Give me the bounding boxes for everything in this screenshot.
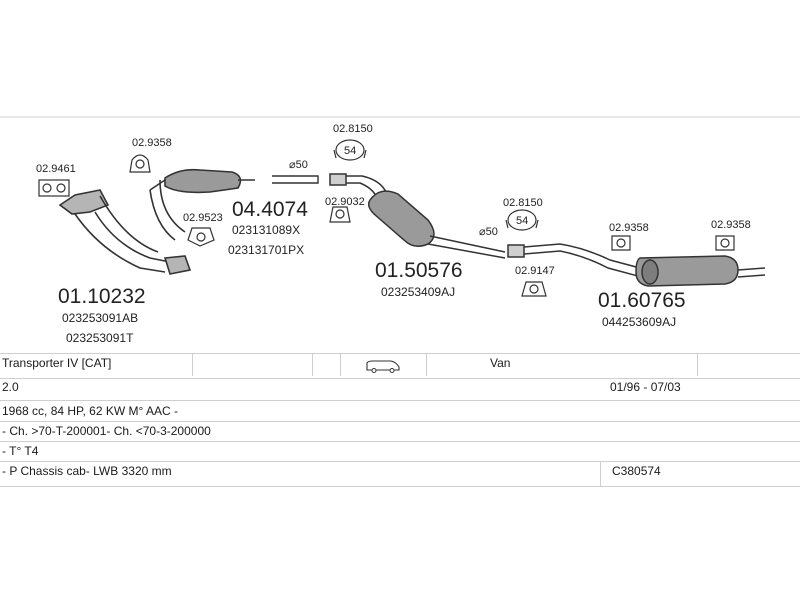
rear-silencer-drawing: [507, 243, 766, 287]
diameter-label-1: ⌀50: [289, 159, 308, 171]
vehicle-spec-table: Transporter IV [CAT] Van 2.0 01/96 - 07/…: [0, 353, 800, 488]
hanger-icon-rear-low: [521, 281, 547, 297]
spec-row-chassis: - Ch. >70-T-200001- Ch. <70-3-200000: [0, 422, 800, 442]
manifold-drawing: [58, 177, 192, 275]
spec-row-model: Transporter IV [CAT] Van: [0, 353, 800, 379]
oem-rear: 044253609AJ: [602, 315, 676, 329]
hanger-icon-rear-2: [715, 235, 735, 251]
acc-02-9358-mid: 02.9358: [609, 222, 649, 234]
vehicle-variant: - P Chassis cab- LWB 3320 mm: [2, 464, 172, 478]
acc-02-8150-mid: 02.8150: [503, 197, 543, 209]
vehicle-body: Van: [490, 356, 511, 370]
oem-manifold-1: 023253091AB: [62, 311, 138, 325]
middle-silencer-drawing: [329, 173, 506, 259]
acc-02-9147: 02.9147: [515, 265, 555, 277]
hanger-icon-mid: [329, 206, 351, 223]
vehicle-model: Transporter IV [CAT]: [2, 356, 112, 370]
acc-02-8150-top: 02.8150: [333, 123, 373, 135]
flange-icon: [187, 227, 215, 247]
vehicle-chassis: - Ch. >70-T-200001- Ch. <70-3-200000: [2, 424, 211, 438]
oem-catalyst-1: 023131089X: [232, 223, 300, 237]
acc-02-9358-left: 02.9358: [132, 137, 172, 149]
acc-02-9032: 02.9032: [325, 196, 365, 208]
catalyst-drawing: [164, 168, 255, 194]
clamp-icon-mid: [505, 209, 539, 231]
part-id-manifold: 01.10232: [58, 285, 146, 308]
part-id-catalyst: 04.4074: [232, 198, 308, 221]
van-icon: [366, 360, 400, 373]
spec-row-type: - T° T4: [0, 442, 800, 462]
acc-02-9358-right: 02.9358: [711, 219, 751, 231]
part-id-middle: 01.50576: [375, 259, 463, 282]
clamp-size-top: 54: [344, 145, 356, 157]
exhaust-diagram: 54 54 02.9461 02.9358 02.9523 02.8150 02…: [0, 116, 800, 345]
part-id-rear: 01.60765: [598, 289, 686, 312]
oem-middle: 023253409AJ: [381, 285, 455, 299]
hanger-icon-rear-1: [611, 235, 631, 251]
vehicle-ref: C380574: [612, 464, 661, 478]
diameter-label-2: ⌀50: [479, 226, 498, 238]
spec-row-engine: 2.0 01/96 - 07/03: [0, 378, 800, 401]
vehicle-engine: 2.0: [2, 380, 19, 394]
clamp-size-mid: 54: [516, 215, 528, 227]
spec-row-variant: - P Chassis cab- LWB 3320 mm C380574: [0, 462, 800, 487]
oem-catalyst-2: 023131701PX: [228, 243, 304, 257]
gasket-icon: [38, 179, 70, 197]
vehicle-type: - T° T4: [2, 444, 39, 458]
acc-02-9461: 02.9461: [36, 163, 76, 175]
vehicle-years: 01/96 - 07/03: [610, 380, 681, 394]
hanger-icon: [129, 154, 151, 173]
acc-02-9523: 02.9523: [183, 212, 223, 224]
front-pipe-drawing: [272, 175, 319, 184]
vehicle-specs: 1968 cc, 84 HP, 62 KW M° AAC -: [2, 404, 178, 418]
spec-row-specs: 1968 cc, 84 HP, 62 KW M° AAC -: [0, 402, 800, 422]
oem-manifold-2: 023253091T: [66, 331, 134, 345]
clamp-icon-top: [333, 139, 367, 161]
